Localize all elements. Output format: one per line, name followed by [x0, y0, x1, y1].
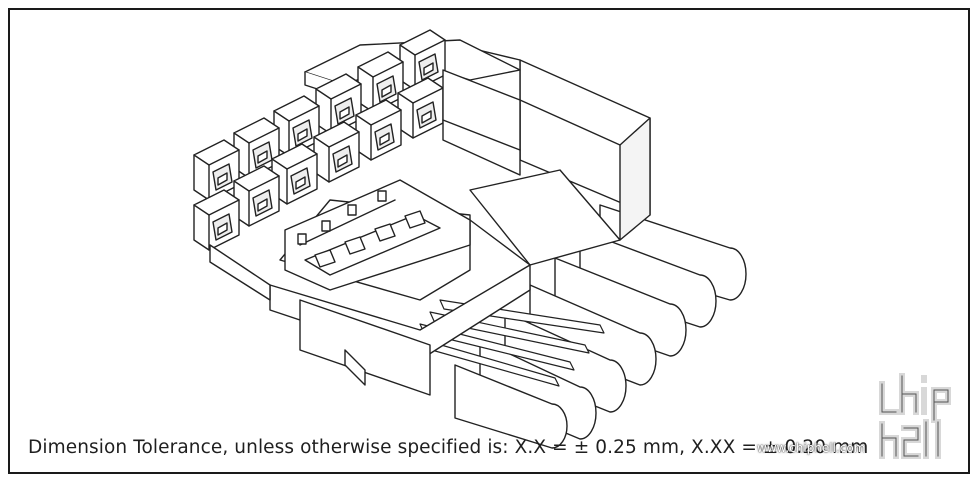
cavities-upper [193, 29, 446, 201]
latch [284, 179, 471, 291]
chiphell-logo [879, 373, 951, 459]
housing-side [209, 69, 521, 301]
dimension-tolerance-note: Dimension Tolerance, unless otherwise sp… [28, 437, 869, 458]
cavities-lower [193, 77, 444, 251]
watermark-url: www.chiphell.com [757, 441, 866, 455]
